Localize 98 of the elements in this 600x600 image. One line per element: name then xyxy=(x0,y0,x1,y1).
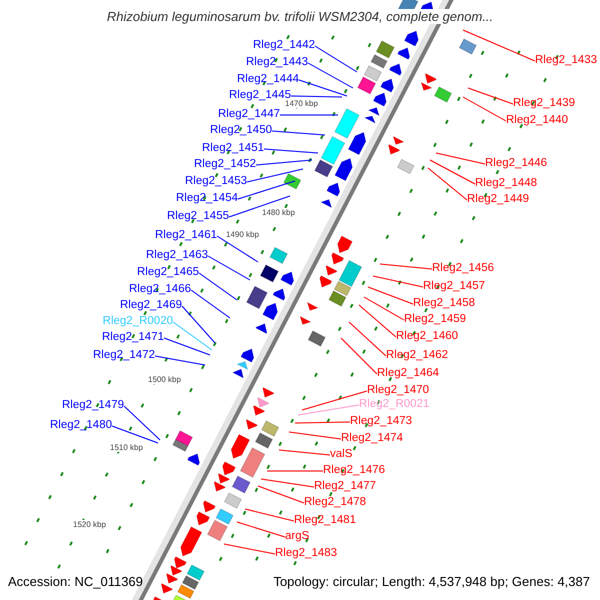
gene-label: Rleg2_1464 xyxy=(377,367,440,380)
gene-label: valS xyxy=(330,448,352,461)
gene-label: Rleg2_1444 xyxy=(236,73,299,86)
gene-label: Rleg2_1471 xyxy=(102,331,164,344)
gene-label: Rleg2_1459 xyxy=(404,313,466,326)
gene-label: Rleg2_1450 xyxy=(210,124,272,137)
leader-line xyxy=(368,286,414,304)
gene-label: Rleg2_1461 xyxy=(154,229,217,242)
position-label: 1500 kbp xyxy=(148,375,181,384)
leader-line xyxy=(154,356,206,366)
gene-label: Rleg2_1472 xyxy=(92,349,155,362)
leader-line xyxy=(272,130,326,136)
gene-label: Rleg2_1480 xyxy=(50,419,112,432)
gene-label: Rleg2_1483 xyxy=(275,547,338,560)
leader-line xyxy=(358,304,396,338)
leader-line xyxy=(124,406,160,440)
gene-label: Rleg2_1463 xyxy=(146,249,208,262)
genome-summary-text: Topology: circular; Length: 4,537,948 bp; Genes: 4,387 xyxy=(273,574,590,589)
gene-label: Rleg2_1454 xyxy=(176,192,238,205)
leader-line xyxy=(314,46,358,72)
leader-line xyxy=(288,432,342,440)
position-label: 1470 kbp xyxy=(285,99,318,108)
leader-line xyxy=(468,88,514,104)
leader-line xyxy=(364,296,404,320)
leader-line xyxy=(238,180,296,200)
position-label: 1510 kbp xyxy=(110,443,143,452)
gene-label: Rleg2_R0020 xyxy=(102,315,173,328)
gene-label: Rleg2_1445 xyxy=(228,89,291,102)
leader-line xyxy=(164,338,210,356)
gene-label: Rleg2_1442 xyxy=(252,39,315,52)
gene-label: Rleg2_1443 xyxy=(246,56,308,69)
leader-line xyxy=(298,404,360,416)
leader-line xyxy=(182,306,216,344)
leader-line xyxy=(302,390,368,410)
gene-label: Rleg2_1440 xyxy=(506,114,568,127)
gene-label: Rleg2_1474 xyxy=(341,432,404,445)
gene-label: Rleg2_1433 xyxy=(535,54,598,67)
leader-line xyxy=(340,338,378,374)
leader-line xyxy=(260,478,314,488)
gene-label: Rleg2_1460 xyxy=(396,330,458,343)
leader-line xyxy=(462,96,506,122)
position-label: 1490 kbp xyxy=(226,230,259,239)
leader-line xyxy=(256,160,312,166)
leader-line xyxy=(264,148,318,154)
gene-label: Rleg2_1457 xyxy=(423,280,486,293)
leader-line xyxy=(246,168,304,182)
gene-label: Rleg2_1466 xyxy=(128,283,191,296)
leader-line xyxy=(198,272,238,300)
leader-line xyxy=(112,426,158,444)
leader-line xyxy=(208,256,250,280)
gene-label: Rleg2_1448 xyxy=(475,177,538,190)
leader-line xyxy=(294,422,350,424)
leader-line xyxy=(266,470,324,472)
gene-label: Rleg2_1456 xyxy=(432,262,494,275)
gene-label: Rleg2_1476 xyxy=(323,464,386,477)
position-label: 1520 kbp xyxy=(73,520,106,529)
leader-line xyxy=(216,236,258,262)
leader-line xyxy=(462,30,536,62)
leader-line xyxy=(228,196,290,218)
leader-line xyxy=(244,508,294,522)
gene-label: Rleg2_1479 xyxy=(62,399,124,412)
leader-line xyxy=(436,152,486,164)
leader-line xyxy=(280,114,338,116)
leader-line xyxy=(236,522,286,538)
gene-label: Rleg2_1452 xyxy=(194,158,256,171)
gene-label: Rleg2_1446 xyxy=(485,157,548,170)
gene-label: Rleg2_1449 xyxy=(467,193,530,206)
leader-line xyxy=(258,486,304,504)
leader-line xyxy=(278,450,330,456)
position-label: 1480 kbp xyxy=(262,208,295,217)
leader-line xyxy=(172,322,212,350)
gene-label: Rleg2_1477 xyxy=(314,480,376,493)
gene-label: Rleg2_1470 xyxy=(367,384,430,397)
leader-line xyxy=(372,276,424,288)
gene-label: Rleg2_1462 xyxy=(386,349,448,362)
leader-line xyxy=(430,160,476,184)
gene-label: Rleg2_1439 xyxy=(513,97,576,110)
gene-label: Rleg2_1473 xyxy=(350,415,412,428)
gene-label: Rleg2_1481 xyxy=(294,514,356,527)
leader-line xyxy=(308,62,354,88)
gene-label: Rleg2_1478 xyxy=(304,496,366,509)
leader-line xyxy=(348,322,386,356)
leader-line xyxy=(190,290,230,318)
leader-line xyxy=(428,168,468,200)
gene-label: Rleg2_1453 xyxy=(184,175,247,188)
accession-text: Accession: NC_011369 xyxy=(8,574,143,589)
gene-label: Rleg2_1458 xyxy=(413,297,476,310)
leader-line xyxy=(290,96,342,98)
gene-label: Rleg2_R0021 xyxy=(359,398,430,411)
gene-label: Rleg2_1455 xyxy=(166,210,229,223)
leader-line xyxy=(224,544,276,554)
gene-label: argS xyxy=(285,530,310,543)
gene-label: Rleg2_1465 xyxy=(136,266,199,279)
gene-label: Rleg2_1451 xyxy=(202,142,264,155)
gene-label: Rleg2_1469 xyxy=(120,299,182,312)
leader-line xyxy=(298,80,348,96)
gene-label: Rleg2_1447 xyxy=(218,108,280,121)
leader-line xyxy=(380,264,432,270)
